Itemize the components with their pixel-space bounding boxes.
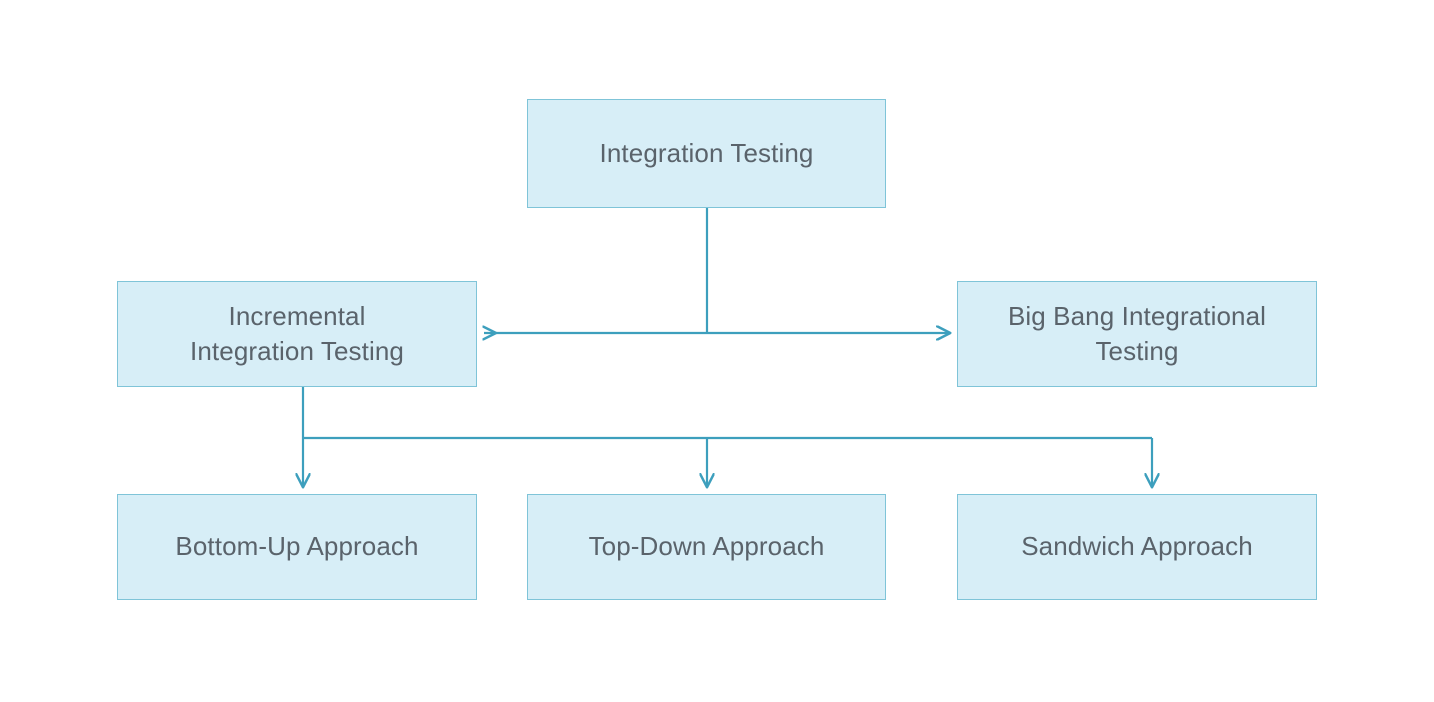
node-label: Big Bang Integrational Testing [1007,300,1267,366]
node-sandwich-approach[interactable]: Sandwich Approach [957,494,1317,600]
node-label: Integration Testing [599,137,814,168]
node-label: Sandwich Approach [1021,531,1253,562]
node-integration-testing[interactable]: Integration Testing [527,99,886,208]
node-label: Bottom-Up Approach [175,531,419,562]
node-top-down-approach[interactable]: Top-Down Approach [527,494,886,600]
node-bottom-up-approach[interactable]: Bottom-Up Approach [117,494,477,600]
node-incremental-integration-testing[interactable]: Incremental Integration Testing [117,281,477,387]
node-label: Top-Down Approach [588,531,825,562]
node-big-bang-integrational-testing[interactable]: Big Bang Integrational Testing [957,281,1317,387]
node-label: Incremental Integration Testing [190,300,404,366]
